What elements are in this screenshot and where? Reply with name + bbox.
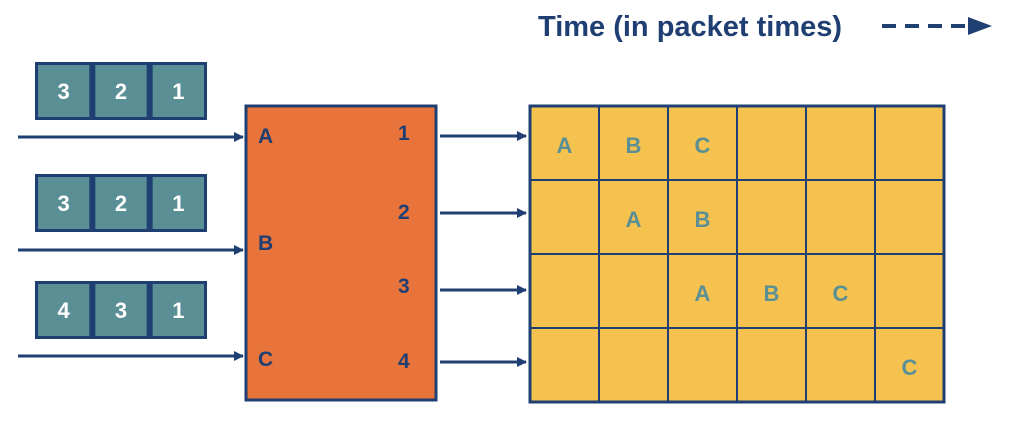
queue-packet-label: 1 [172, 79, 184, 104]
queue-packet-label: 2 [115, 79, 127, 104]
timeline-grid: A B C A B A B C C [528, 104, 946, 404]
output-port-labels: 1 2 3 4 [398, 122, 410, 373]
timeline-packet: B [626, 133, 642, 158]
input-port-c-label: C [258, 348, 273, 371]
queue-packet-label: 3 [58, 79, 70, 104]
input-port-labels: A B C [258, 125, 273, 371]
queue-packet-label: 3 [115, 298, 127, 323]
switch-box [244, 104, 438, 402]
output-port-2-label: 2 [398, 201, 410, 224]
input-queues: 3 2 1 3 2 1 4 3 1 [35, 62, 207, 339]
timeline-packet: B [695, 207, 711, 232]
timeline-packet: A [557, 133, 573, 158]
output-port-3-label: 3 [398, 275, 410, 298]
timeline-packet: C [833, 281, 849, 306]
queue-cell [95, 65, 147, 117]
input-port-b-label: B [258, 232, 273, 255]
timeline-packet: A [695, 281, 711, 306]
output-port-4-label: 4 [398, 350, 410, 373]
queue-cell [38, 177, 90, 229]
timeline-packet: A [626, 207, 642, 232]
timeline-packet: B [764, 281, 780, 306]
queue-packet-label: 1 [172, 191, 184, 216]
queue-cell [152, 284, 204, 336]
input-port-a-label: A [258, 125, 273, 148]
queue-packet-label: 3 [58, 191, 70, 216]
queue-cell [95, 284, 147, 336]
queue-packet-label: 1 [172, 298, 184, 323]
time-axis-label: Time (in packet times) [538, 11, 842, 43]
queue-cell [38, 284, 90, 336]
queue-packet-label: 4 [58, 298, 71, 323]
queue-cell [152, 177, 204, 229]
timeline-packet: C [695, 133, 711, 158]
output-port-1-label: 1 [398, 122, 410, 145]
queue-packet-label: 2 [115, 191, 127, 216]
timeline-packet: C [902, 355, 918, 380]
queue-cell [38, 65, 90, 117]
queue-cell [95, 177, 147, 229]
queue-cell [152, 65, 204, 117]
time-axis-arrowhead-icon [968, 17, 992, 35]
